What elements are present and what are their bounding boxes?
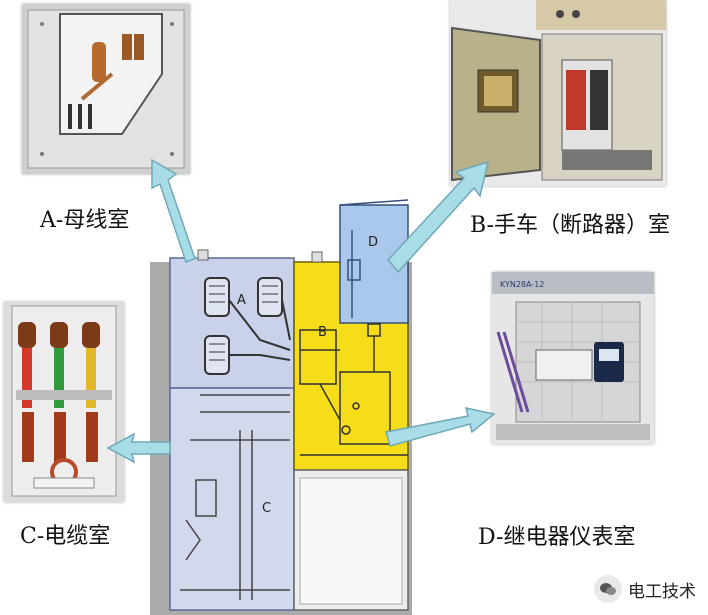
compartment-d-label: D xyxy=(368,235,378,250)
compartment-c-label: C xyxy=(262,501,271,516)
caption-breaker-room: B-手车（断路器）室 xyxy=(470,213,671,238)
panel-plate-text: KYN28A-12 xyxy=(500,280,544,289)
relay-room-photo: KYN28A-12 xyxy=(492,272,654,444)
busbar-room-photo xyxy=(22,4,190,174)
wechat-icon xyxy=(594,575,622,603)
arrow-to-relay-photo xyxy=(385,407,496,447)
cable-room-photo xyxy=(4,302,124,502)
caption-cable-room: C-电缆室 xyxy=(20,524,111,549)
caption-busbar-room: A-母线室 xyxy=(40,208,130,233)
arrow-to-busbar-photo xyxy=(151,158,198,263)
arrow-to-cable-photo xyxy=(106,432,171,464)
watermark-text: 电工技术 xyxy=(628,581,696,602)
compartment-b-label: B xyxy=(318,325,327,340)
watermark: 电工技术 xyxy=(594,575,696,603)
arrow-to-breaker-photo xyxy=(386,160,490,274)
compartment-c xyxy=(169,387,295,611)
caption-relay-room: D-继电器仪表室 xyxy=(478,525,636,550)
compartment-a-label: A xyxy=(237,293,246,308)
breaker-room-photo xyxy=(450,0,666,186)
